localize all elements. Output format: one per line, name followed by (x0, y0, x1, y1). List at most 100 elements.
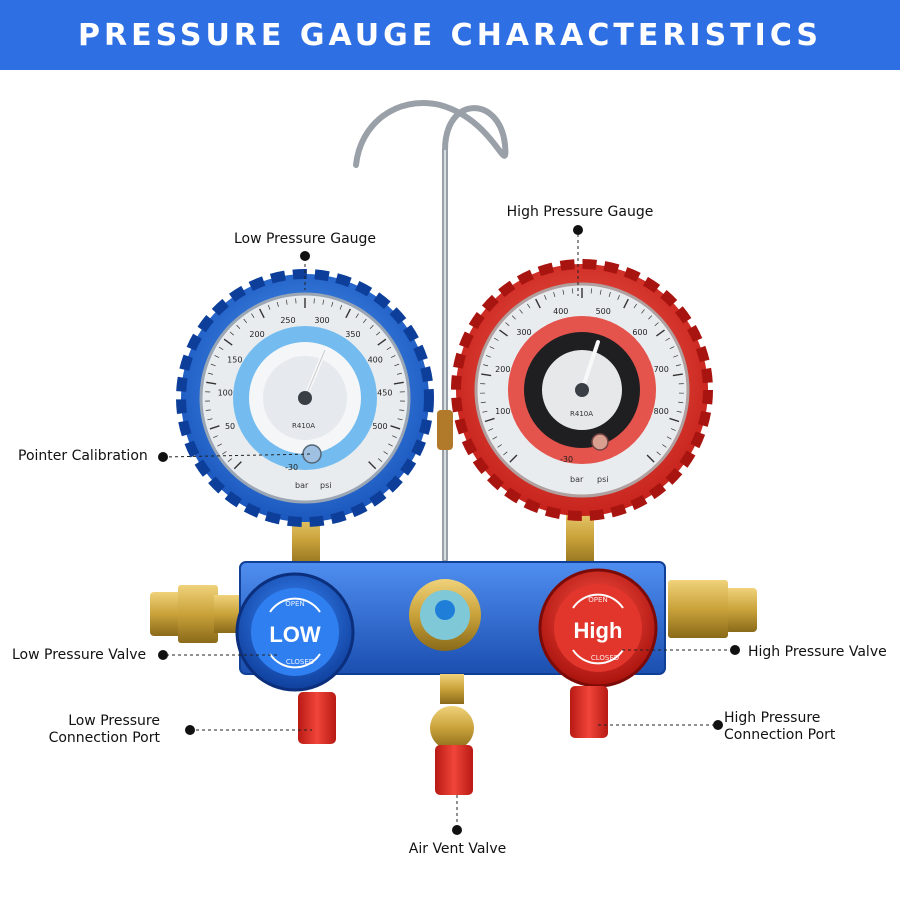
high-connection-port (570, 686, 608, 738)
low-gauge-tick (397, 418, 403, 421)
low-gauge-tick (218, 346, 224, 350)
low-gauge-tick (210, 363, 216, 367)
air-vent-valve-part (430, 674, 474, 795)
low-gauge-tick (208, 372, 214, 375)
high-gauge-tick (669, 346, 675, 350)
label-low-port-line1: Low Pressure (68, 713, 160, 729)
high-gauge-tick (527, 303, 531, 309)
high-gauge-tick (519, 309, 523, 314)
label-low-pressure-valve: Low Pressure Valve (12, 647, 147, 663)
high-gauge-tick (656, 329, 665, 337)
high-gauge-tick (489, 346, 495, 350)
low-gauge-tick (331, 301, 334, 307)
high-gauge-unit-bar: bar (570, 475, 584, 484)
high-gauge-tick (669, 417, 680, 423)
label-low-port-line2: Connection Port (48, 730, 160, 746)
low-gauge-tick (217, 443, 222, 447)
low-gauge-refrigerant: R410A (292, 422, 315, 430)
low-gauge-tick (399, 409, 405, 411)
low-gauge-tick (394, 363, 400, 367)
low-knob-text: LOW (269, 622, 321, 647)
low-gauge-reading: -30 (285, 463, 298, 472)
high-gauge-tick (665, 337, 670, 341)
high-gauge-tick (488, 428, 494, 431)
label-low-pressure-gauge: Low Pressure Gauge (233, 231, 377, 247)
high-gauge-tick (623, 298, 629, 309)
label-high-port-line2: Connection Port (724, 727, 836, 743)
callout-lines (160, 228, 735, 830)
title-banner: Pressure Gauge Characteristics (0, 0, 900, 70)
high-gauge-tick (511, 315, 516, 320)
high-gauge-tick (672, 373, 683, 377)
high-gauge-tick (646, 454, 655, 463)
high-gauge-reading: -30 (560, 455, 573, 464)
high-gauge-scale-label: 600 (632, 328, 647, 337)
hook-spring (437, 410, 453, 450)
label-air-vent-valve: Air Vent Valve (408, 841, 507, 857)
high-gauge-tick (544, 295, 547, 300)
low-gauge-tick (368, 461, 377, 470)
low-gauge-scale-label: 50 (225, 422, 235, 431)
low-gauge-tick (236, 324, 241, 329)
high-gauge-tick (553, 291, 556, 297)
low-gauge-unit-bar: bar (295, 481, 309, 490)
low-gauge-tick (207, 418, 213, 421)
high-knob-text: High (574, 618, 623, 643)
high-gauge-tick (678, 401, 684, 404)
high-gauge-tick (499, 329, 508, 337)
high-gauge-tick (617, 295, 620, 300)
high-gauge-tick (492, 436, 498, 440)
high-calibration-screw (591, 433, 609, 451)
low-gauge-tick (386, 346, 392, 350)
high-gauge-tick (481, 373, 492, 377)
high-gauge-tick (562, 289, 565, 295)
low-gauge-tick (322, 299, 325, 305)
high-gauge-tick (494, 337, 499, 341)
high-knob-closed: CLOSED (591, 654, 619, 662)
low-pressure-valve-knob: LOW OPEN CLOSED (235, 572, 355, 692)
high-gauge-tick (484, 417, 495, 423)
high-gauge-tick (670, 428, 676, 431)
label-high-port-line1: High Pressure (724, 710, 821, 726)
low-knob-closed: CLOSED (286, 658, 314, 666)
low-gauge-tick (339, 304, 343, 310)
low-gauge-scale-label: 500 (372, 422, 387, 431)
high-gauge-tick (673, 355, 679, 358)
low-gauge-tick (377, 338, 387, 346)
low-side-fitting (150, 585, 244, 643)
high-gauge-tick (483, 364, 489, 367)
low-gauge-tick (392, 435, 397, 439)
high-gauge-scale-label: 700 (654, 365, 669, 374)
low-gauge-tick (362, 318, 367, 324)
high-gauge-scale-label: 400 (553, 307, 568, 316)
low-gauge-scale-label: 100 (218, 388, 233, 397)
low-gauge-tick (396, 372, 402, 375)
label-high-pressure-connection-port: High Pressure Connection Port (724, 710, 835, 744)
low-gauge-tick (227, 458, 233, 463)
low-gauge-scale-label: 200 (249, 330, 264, 339)
low-gauge-tick (267, 304, 271, 310)
high-gauge-pointer (580, 340, 600, 392)
low-gauge-tick (388, 443, 393, 447)
low-gauge-tick (390, 425, 401, 430)
low-gauge-tick (355, 313, 359, 318)
high-gauge-unit-psi: psi (597, 475, 608, 484)
callout-dots (158, 225, 740, 835)
low-gauge-tick (377, 458, 383, 463)
high-gauge-tick (485, 355, 491, 358)
low-gauge-tick (233, 461, 242, 470)
low-gauge-tick (222, 451, 227, 455)
high-gauge-scale-label: 300 (516, 328, 531, 337)
high-gauge-tick (656, 451, 661, 456)
high-gauge-tick (505, 322, 510, 327)
low-gauge-tick (213, 435, 218, 439)
low-gauge-tick (376, 331, 381, 336)
high-gauge-tick (503, 451, 508, 456)
high-gauge-tick (482, 410, 488, 413)
label-pointer-calibration: Pointer Calibration (18, 448, 148, 464)
high-gauge-tick (497, 444, 502, 448)
high-knob-open: OPEN (588, 596, 607, 604)
low-calibration-screw (302, 444, 322, 464)
high-gauge-tick (662, 444, 667, 448)
